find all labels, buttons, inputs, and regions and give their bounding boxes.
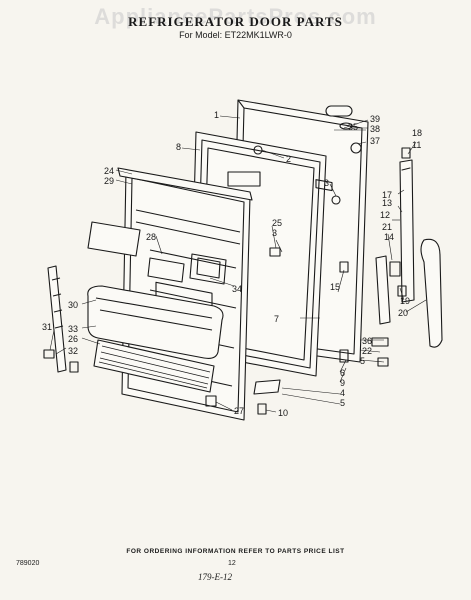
toe-grille	[93, 339, 215, 393]
ordering-info-note: FOR ORDERING INFORMATION REFER TO PARTS …	[126, 548, 345, 555]
callout-14: 14	[384, 232, 394, 242]
callout-11: 11	[412, 140, 421, 150]
callout-9: 9	[340, 378, 345, 388]
callout-5: 5	[340, 398, 345, 408]
callout-18: 18	[412, 128, 422, 138]
callout-7: 7	[274, 314, 279, 324]
callout-19: 19	[400, 296, 410, 306]
hinge-cover-parts	[315, 105, 362, 192]
callout-20: 20	[398, 308, 408, 318]
callout-26: 26	[68, 334, 78, 344]
callout-35: 35	[348, 122, 358, 132]
watermark-logo: AppliancePartsPros.com	[94, 4, 377, 29]
callout-22: 22	[362, 346, 372, 356]
callout-2: 2	[286, 154, 291, 164]
drawing-code: 789020	[16, 560, 40, 567]
page-number: 12	[228, 560, 236, 567]
callout-17: 17	[382, 190, 392, 200]
door-center-fasteners	[227, 145, 349, 273]
callout-3: 3	[272, 228, 277, 238]
callout-33: 33	[68, 324, 78, 334]
callout-27: 27	[234, 406, 244, 416]
model-number: For Model: ET22MK1LWR-0	[179, 30, 292, 40]
callout-12: 12	[380, 210, 390, 220]
callout-28: 28	[146, 232, 156, 242]
callout-15: 15	[330, 282, 340, 292]
callout-29: 29	[104, 176, 114, 186]
callout-5: 5	[360, 356, 365, 366]
right-door-handle-parts	[375, 147, 443, 348]
callout-36: 36	[362, 336, 372, 346]
callout-34: 34	[232, 284, 242, 294]
callout-3: 3	[324, 178, 329, 188]
callout-1: 1	[214, 110, 219, 120]
callout-24: 24	[104, 166, 114, 176]
handwritten-note: 179-E-12	[198, 572, 232, 582]
door-bin-30	[87, 285, 224, 359]
callout-21: 21	[382, 222, 392, 232]
callout-4: 4	[340, 388, 345, 398]
top-trim	[117, 167, 253, 201]
callout-39: 39	[370, 114, 380, 124]
callout-8: 8	[176, 142, 181, 152]
callout-25: 25	[272, 218, 282, 228]
callout-31: 31	[42, 322, 52, 332]
callout-6: 6	[340, 368, 345, 378]
callout-10: 10	[278, 408, 288, 418]
diagram-title: REFRIGERATOR DOOR PARTS	[128, 14, 343, 29]
callout-37: 37	[370, 136, 380, 146]
callout-32: 32	[68, 346, 78, 356]
left-hinge-rail	[43, 265, 79, 373]
callout-13: 13	[382, 198, 392, 208]
bottom-hinge-hardware	[205, 337, 389, 415]
callout-38: 38	[370, 124, 380, 134]
callout-30: 30	[68, 300, 78, 310]
